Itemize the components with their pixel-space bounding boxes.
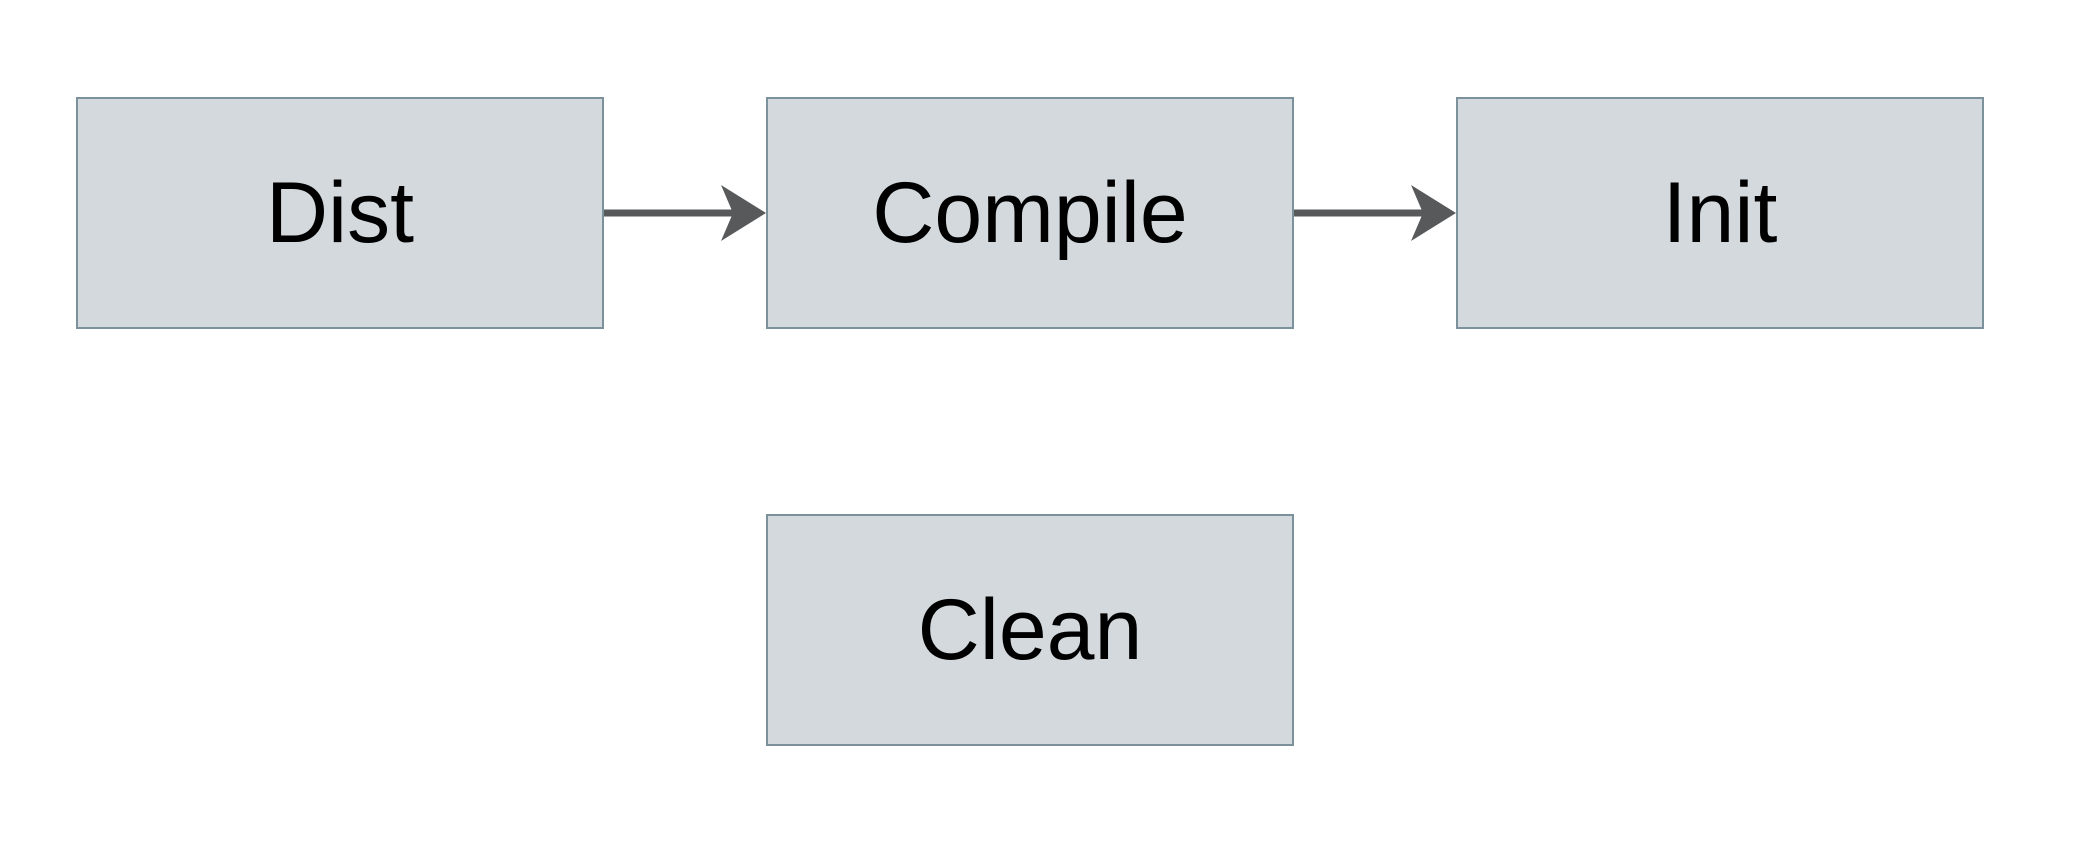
node-dist: Dist bbox=[76, 97, 604, 329]
node-compile: Compile bbox=[766, 97, 1294, 329]
node-clean-label: Clean bbox=[917, 582, 1143, 678]
node-compile-label: Compile bbox=[872, 165, 1188, 261]
node-init: Init bbox=[1456, 97, 1984, 329]
node-init-label: Init bbox=[1662, 165, 1778, 261]
node-clean: Clean bbox=[766, 514, 1294, 746]
node-dist-label: Dist bbox=[265, 165, 415, 261]
arrow-compile-to-init bbox=[1294, 185, 1456, 241]
arrow-dist-to-compile bbox=[604, 185, 766, 241]
